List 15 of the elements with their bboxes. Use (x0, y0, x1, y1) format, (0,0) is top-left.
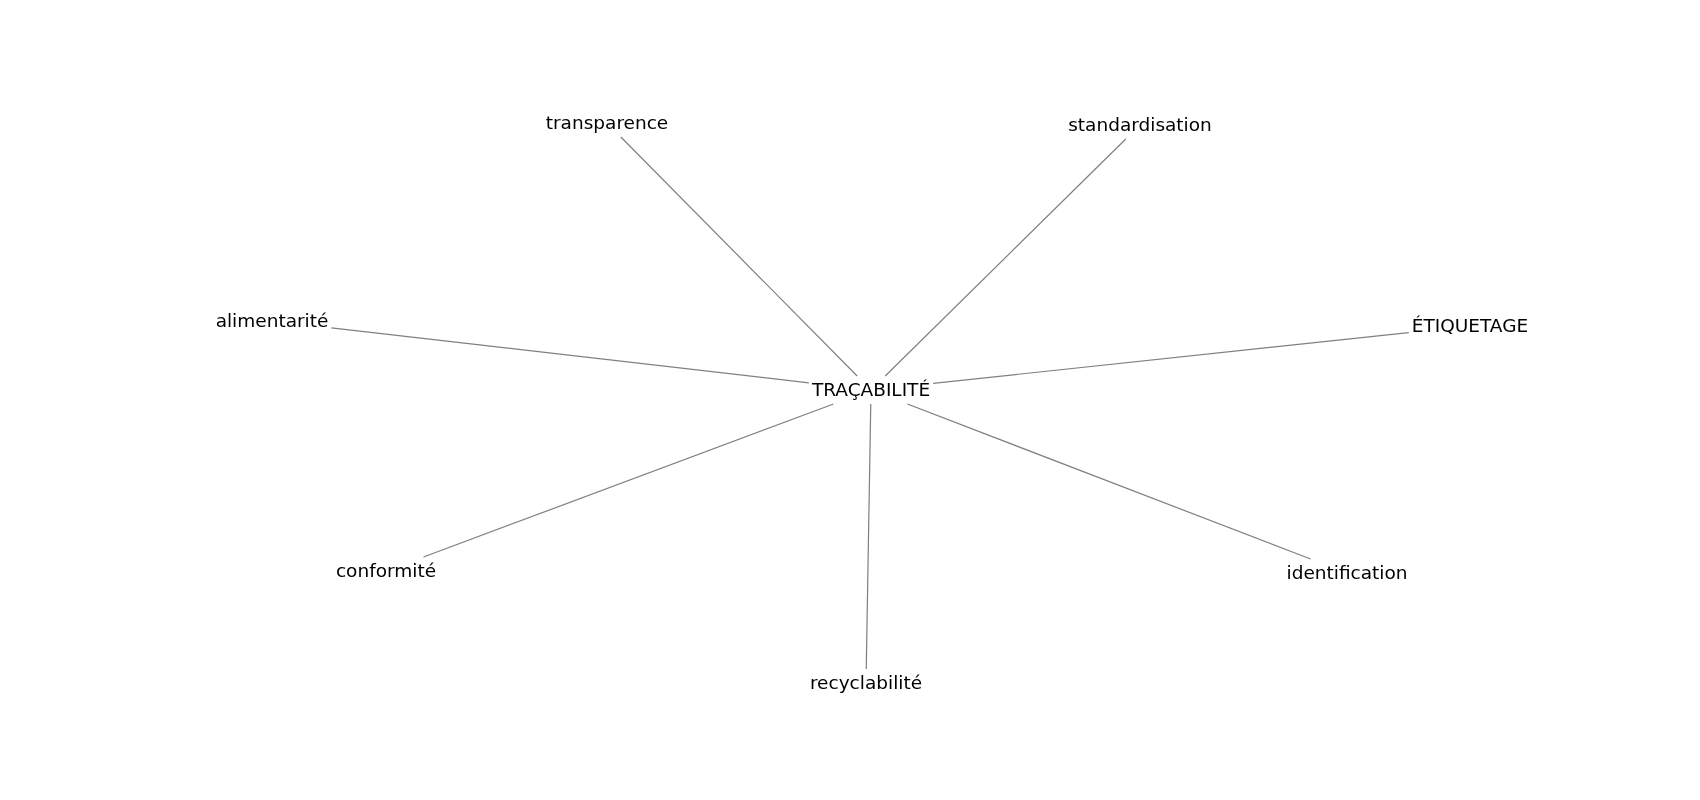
word-label: transparence (545, 112, 669, 134)
word-label: alimentarité (215, 310, 329, 332)
connector-line (865, 403, 872, 670)
word-label: ÉTIQUETAGE (1411, 315, 1529, 337)
word-label: recyclabilité (809, 672, 923, 694)
word-label: identification (1286, 562, 1408, 584)
connector-line (422, 403, 835, 558)
connector-line (932, 331, 1410, 384)
connector-line (884, 138, 1127, 377)
connector-line (620, 136, 858, 377)
central-word-label: TRAÇABILITÉ (811, 379, 931, 401)
word-label: standardisation (1068, 114, 1212, 136)
connector-line (906, 403, 1312, 560)
word-label: conformité (335, 560, 437, 582)
connector-line (330, 327, 810, 384)
